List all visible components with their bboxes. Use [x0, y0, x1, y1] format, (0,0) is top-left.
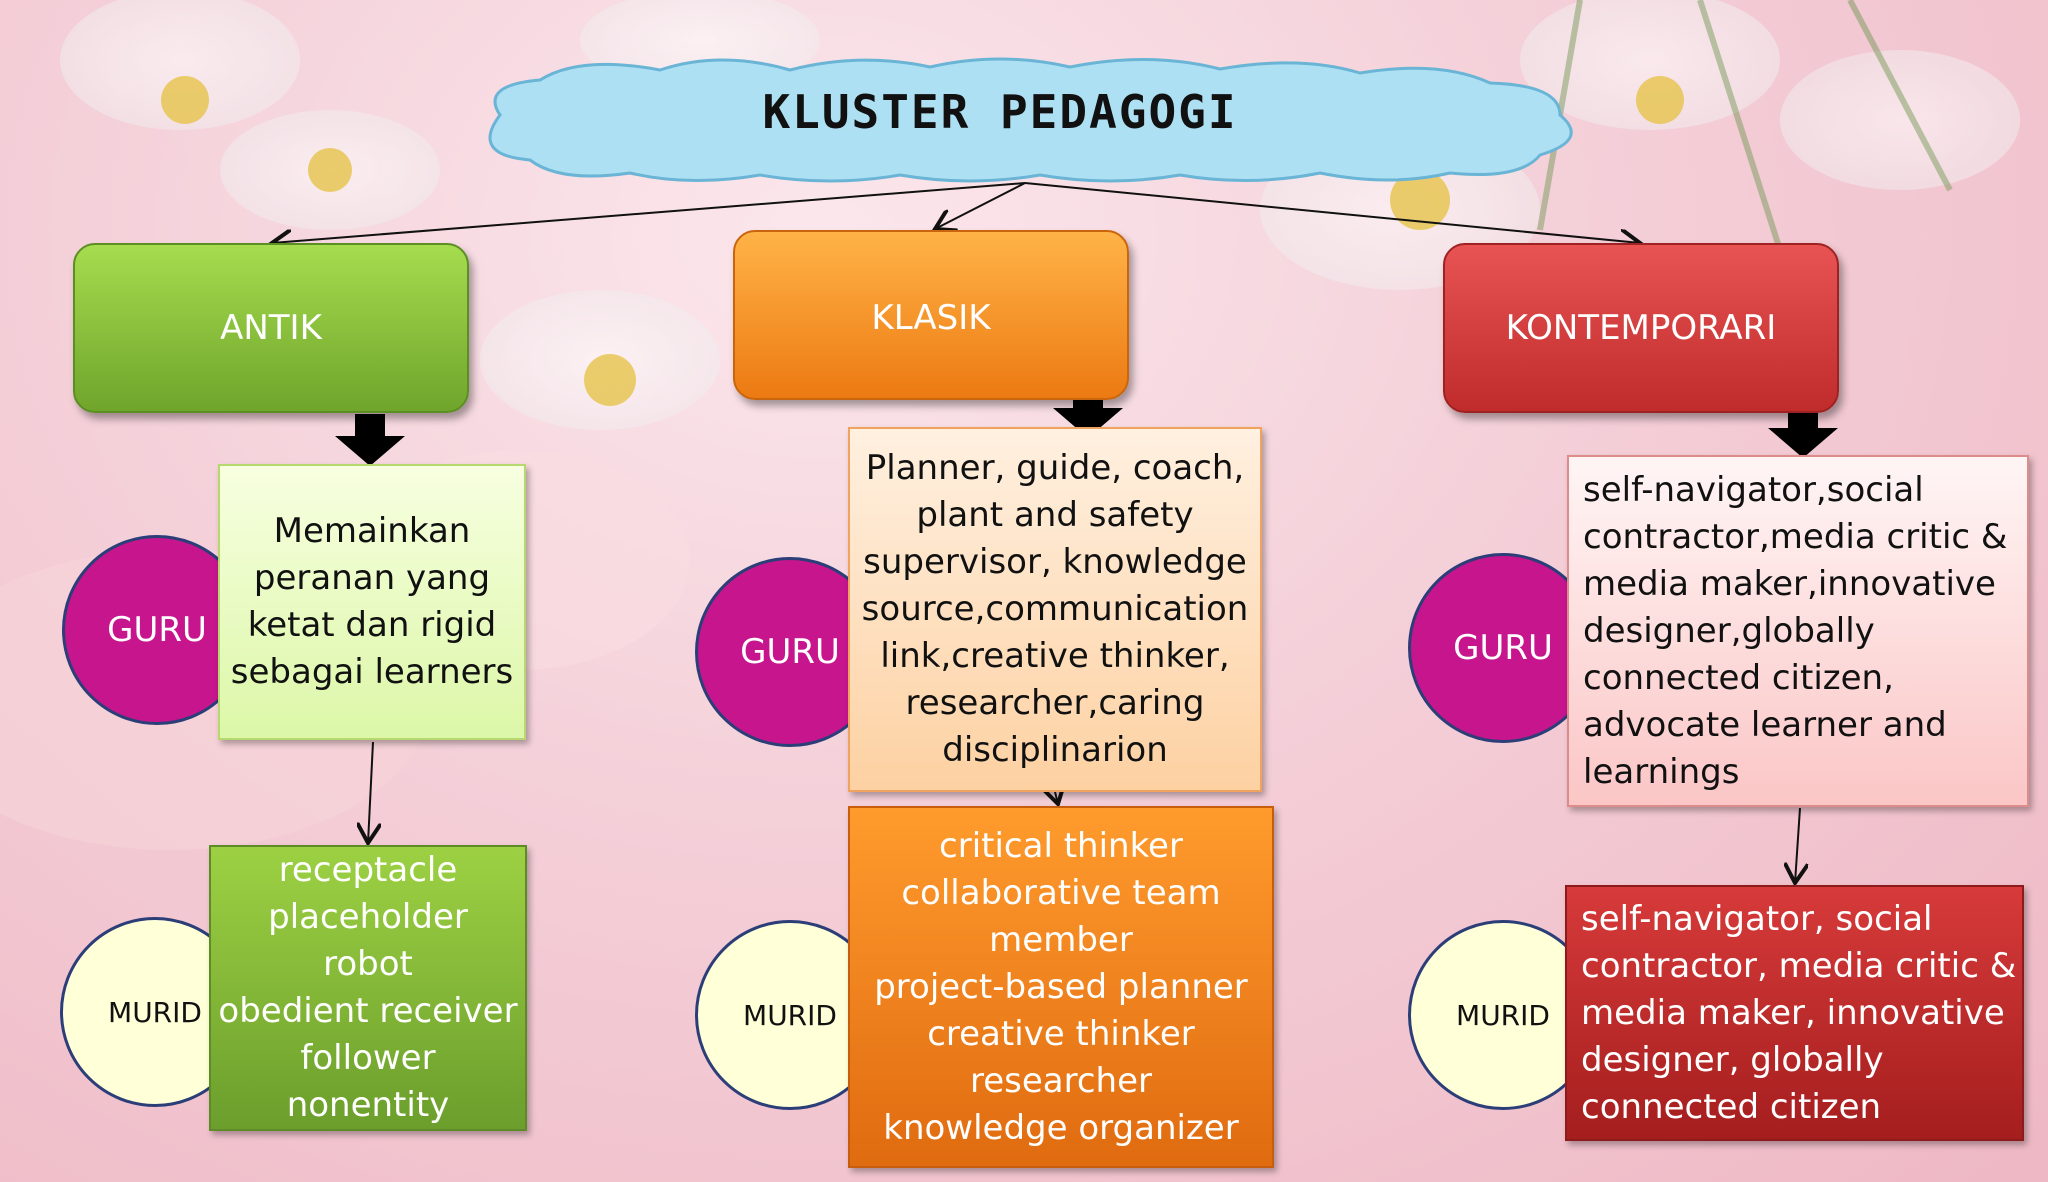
- down-arrow-icon: [335, 414, 405, 466]
- text-line: advocate learner and: [1583, 704, 1947, 745]
- text-line: contractor, media critic &: [1581, 945, 2017, 986]
- text-line: placeholder: [268, 897, 468, 937]
- text-line: receptacle: [278, 850, 458, 890]
- text-line: supervisor, knowledge: [863, 542, 1247, 582]
- text-line: media maker,innovative: [1583, 563, 1996, 604]
- text-line: connected citizen,: [1583, 657, 1894, 698]
- down-arrow-icon: [1768, 406, 1838, 458]
- text-line: knowledge organizer: [883, 1107, 1239, 1148]
- text-line: learnings: [1583, 751, 1740, 792]
- text-line: researcher: [969, 1060, 1152, 1101]
- text-line: designer, globally: [1581, 1039, 1884, 1080]
- text-line: self-navigator,social: [1583, 469, 1924, 510]
- text-line: source,communication: [861, 589, 1249, 629]
- title-cloud: [488, 57, 1573, 183]
- cluster-antik: ANTIK: [73, 243, 469, 413]
- murid-description-antik: receptacle placeholder robot obedient re…: [209, 845, 527, 1131]
- text-line: sebagai learners: [230, 652, 514, 692]
- text-line: project-based planner: [874, 966, 1248, 1007]
- text-line: collaborative team: [901, 872, 1221, 913]
- text-line: robot: [323, 944, 413, 984]
- text-line: member: [989, 919, 1133, 960]
- guru-circle-kontemporari: GURU: [1408, 553, 1598, 743]
- text-line: connected citizen: [1581, 1086, 1882, 1127]
- text-line: obedient receiver: [218, 991, 518, 1031]
- text-line: self-navigator, social: [1581, 898, 1933, 939]
- text-line: nonentity: [286, 1085, 450, 1125]
- guru-description-antik: Memainkan peranan yang ketat dan rigid s…: [218, 464, 526, 740]
- text-line: researcher,caring: [905, 683, 1205, 723]
- text-line: contractor,media critic &: [1583, 516, 2008, 557]
- text-line: follower: [300, 1038, 436, 1078]
- text-line: creative thinker: [927, 1013, 1195, 1054]
- cluster-kontemporari: KONTEMPORARI: [1443, 243, 1839, 413]
- text-line: plant and safety: [916, 495, 1194, 535]
- murid-description-klasik: critical thinker collaborative team memb…: [848, 806, 1274, 1168]
- guru-description-kontemporari: self-navigator,social contractor,media c…: [1567, 455, 2029, 807]
- down-arrow-icon: [1053, 386, 1123, 438]
- guru-description-klasik: Planner, guide, coach, plant and safety …: [848, 427, 1262, 792]
- murid-description-kontemporari: self-navigator, social contractor, media…: [1565, 885, 2024, 1141]
- text-line: disciplinarion: [942, 730, 1168, 770]
- text-line: Memainkan: [273, 511, 471, 551]
- cluster-klasik: KLASIK: [733, 230, 1129, 400]
- text-line: link,creative thinker,: [880, 636, 1230, 676]
- text-line: media maker, innovative: [1581, 992, 2005, 1033]
- text-line: Planner, guide, coach,: [865, 448, 1245, 488]
- text-line: peranan yang: [253, 558, 491, 598]
- text-line: designer,globally: [1583, 610, 1875, 651]
- page-title: KLUSTER PEDAGOGI: [762, 85, 1238, 139]
- text-line: critical thinker: [939, 825, 1183, 866]
- text-line: ketat dan rigid: [247, 605, 497, 645]
